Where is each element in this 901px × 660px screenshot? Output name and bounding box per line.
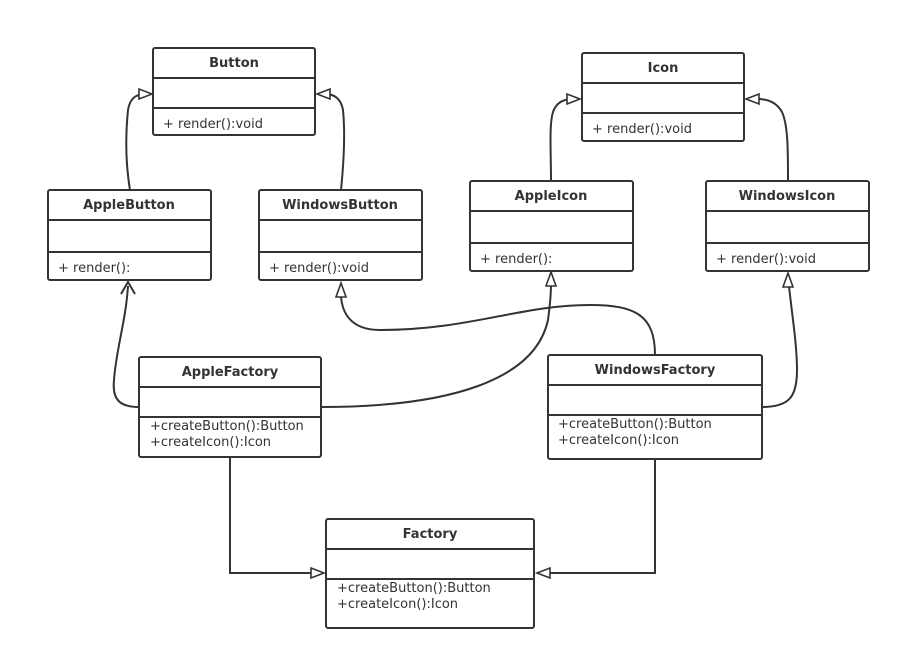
arrowhead-hollow-icon: [138, 87, 155, 101]
arrowhead-hollow-icon: [534, 566, 551, 580]
arrowhead-hollow-icon: [314, 87, 331, 101]
edge-applefactory-applebutton: [112, 285, 140, 408]
class-name: AppleIcon: [515, 189, 588, 204]
method: + render():: [58, 261, 130, 276]
class-icon[interactable]: Icon + render():void: [581, 52, 745, 142]
arrowhead-hollow-icon: [566, 92, 583, 106]
class-windowsfactory[interactable]: WindowsFactory +createButton():Button +c…: [547, 354, 763, 460]
class-name: AppleButton: [83, 198, 175, 213]
method: +createIcon():Icon: [558, 433, 679, 448]
class-name: WindowsFactory: [595, 363, 716, 378]
class-windowsicon[interactable]: WindowsIcon + render():void: [705, 180, 870, 272]
method: + render():void: [592, 122, 692, 137]
class-name: WindowsIcon: [739, 189, 836, 204]
method: +createButton():Button: [337, 581, 491, 596]
class-name: Factory: [403, 527, 458, 542]
edge-windowsfactory-factory: [550, 459, 656, 574]
edge-applefactory-factory: [229, 457, 312, 574]
class-appleicon[interactable]: AppleIcon + render():: [469, 180, 634, 272]
method: + render():void: [269, 261, 369, 276]
method: + render():: [480, 252, 552, 267]
class-name: Icon: [648, 61, 679, 76]
class-applebutton[interactable]: AppleButton + render():: [47, 189, 212, 281]
edge-applefactory-appleicon: [320, 283, 552, 408]
arrowhead-open-icon: [120, 280, 136, 295]
arrowhead-hollow-icon: [310, 566, 327, 580]
method: +createButton():Button: [558, 417, 712, 432]
method: +createIcon():Icon: [337, 597, 458, 612]
class-applefactory[interactable]: AppleFactory +createButton():Button +cre…: [138, 356, 322, 458]
class-name: AppleFactory: [182, 365, 279, 380]
arrowhead-hollow-icon: [334, 280, 348, 298]
class-name: WindowsButton: [282, 198, 398, 213]
class-button[interactable]: Button + render():void: [152, 47, 316, 136]
arrowhead-hollow-icon: [781, 270, 795, 288]
method: +createButton():Button: [150, 419, 304, 434]
method: + render():void: [163, 117, 263, 132]
class-name: Button: [209, 56, 259, 71]
method: + render():void: [716, 252, 816, 267]
edge-windowsicon-icon: [757, 98, 789, 182]
arrowhead-hollow-icon: [743, 92, 760, 106]
method: +createIcon():Icon: [150, 435, 271, 450]
edge-applebutton-button: [125, 93, 147, 191]
edge-windowsfactory-windowsbutton: [340, 295, 656, 356]
arrowhead-hollow-icon: [544, 269, 558, 287]
edge-appleicon-icon: [549, 98, 574, 182]
class-factory[interactable]: Factory +createButton():Button +createIc…: [325, 518, 535, 629]
edge-windowsfactory-windowsicon: [761, 285, 799, 408]
edge-windowsbutton-button: [324, 93, 346, 191]
class-windowsbutton[interactable]: WindowsButton + render():void: [258, 189, 423, 281]
